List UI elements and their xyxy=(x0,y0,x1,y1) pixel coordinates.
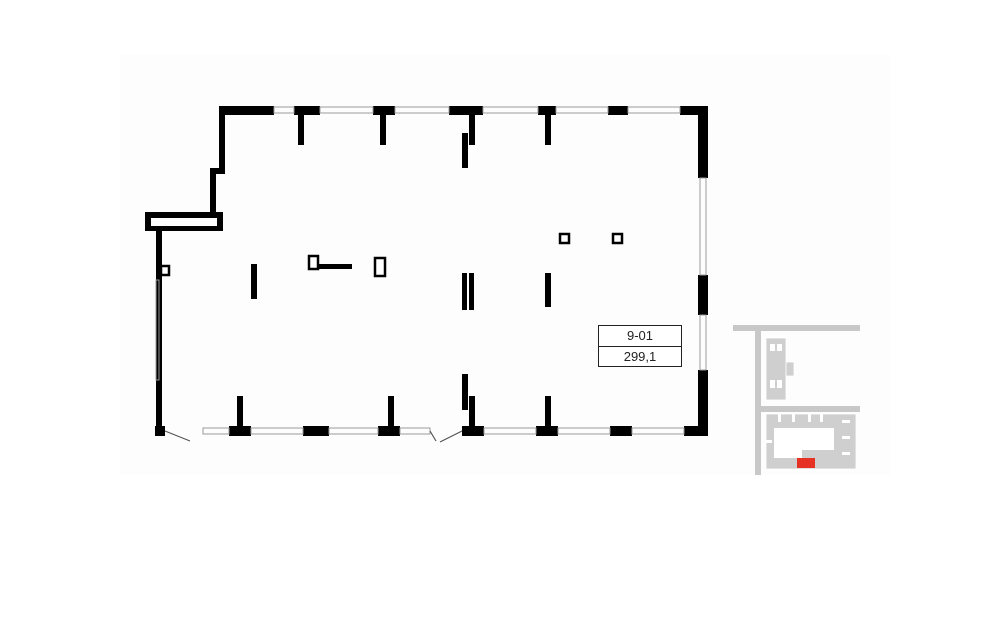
outer-walls xyxy=(145,106,708,436)
plan-sheet xyxy=(120,55,890,475)
unit-label: 9-01 299,1 xyxy=(598,325,682,367)
minimap-unit-highlight xyxy=(797,458,815,468)
columns xyxy=(251,264,551,310)
unit-number: 9-01 xyxy=(626,328,654,343)
unit-number-row: 9-01 xyxy=(599,326,681,347)
site-minimap xyxy=(733,325,860,475)
unit-area-row: 299,1 xyxy=(599,347,681,367)
entrance-doors xyxy=(164,430,463,443)
unit-area: 299,1 xyxy=(623,349,657,364)
shafts xyxy=(159,232,624,278)
